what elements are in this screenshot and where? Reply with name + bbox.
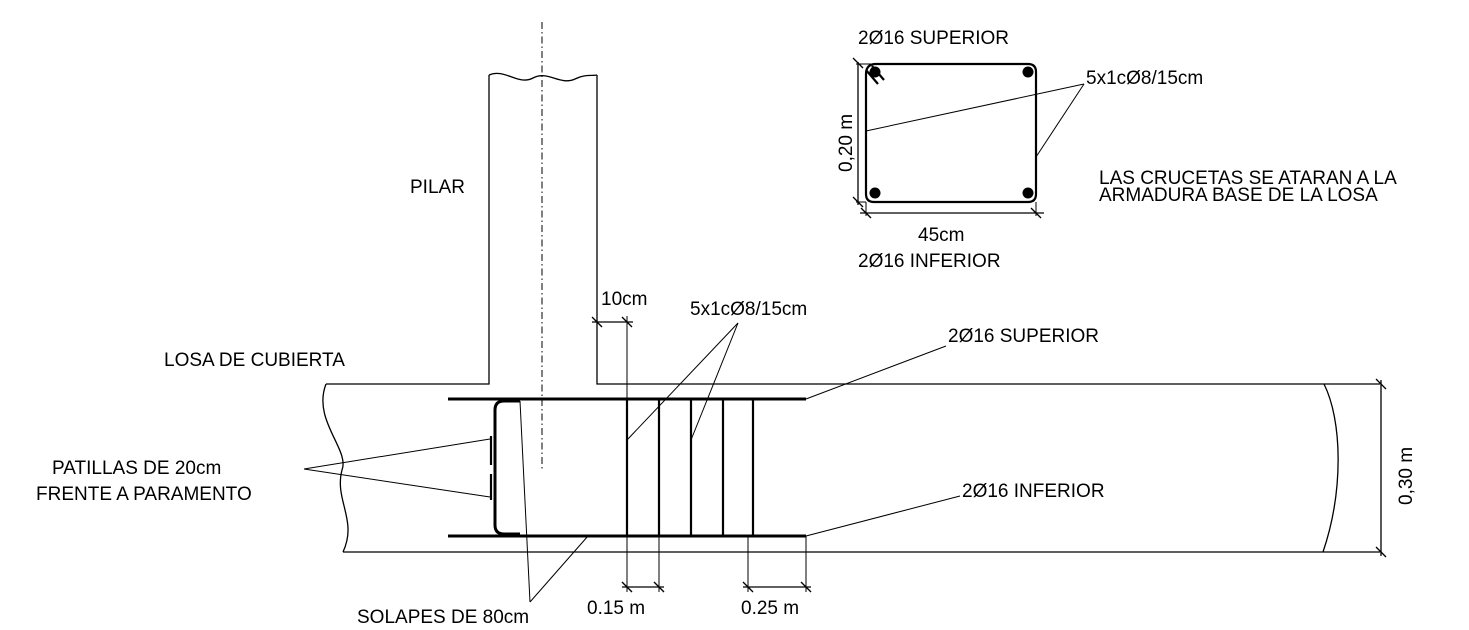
elevation: PILAR LOSA DE CUBIERTA 10cm	[36, 22, 1417, 628]
laps-label: SOLAPES DE 80cm	[357, 607, 529, 628]
note-line-1: LAS CRUCETAS SE ATARAN A LA	[1099, 168, 1397, 189]
section-bar-top-left	[869, 66, 881, 78]
section-bar-bottom-left	[869, 187, 881, 199]
section-bottom-bars-label: 2Ø16 INFERIOR	[858, 251, 1001, 272]
section-bar-top-right	[1022, 66, 1034, 78]
laps-leader-2	[529, 535, 589, 603]
bottom-bar-leader	[805, 495, 961, 537]
section-stirrup-leader-2	[1035, 83, 1085, 158]
section-width-dimension: 45cm	[860, 202, 1044, 246]
slab-thickness-dimension: 0,30 m	[1375, 378, 1417, 558]
hooks-leader-1	[303, 438, 491, 470]
hooks-leader-2	[303, 468, 491, 498]
losa-label: LOSA DE CUBIERTA	[164, 350, 345, 371]
section-height-label: 0,20 m	[836, 114, 857, 172]
cross-section: 2Ø16 SUPERIOR 5x1cØ8/15cm 0,20 m	[836, 28, 1203, 272]
section-stirrup-label: 5x1cØ8/15cm	[1086, 68, 1203, 89]
top-bar-leader	[805, 345, 947, 400]
dimension-025: 0.25 m	[741, 536, 812, 619]
section-width-label: 45cm	[918, 225, 964, 246]
section-stirrup-leader-1	[865, 83, 1085, 132]
section-bar-bottom-right	[1022, 187, 1034, 199]
hooks-label-line-2: FRENTE A PARAMENTO	[36, 484, 252, 505]
dimension-025-label: 0.25 m	[741, 598, 799, 619]
note-line-2: ARMADURA BASE DE LA LOSA	[1099, 185, 1378, 206]
slab-outline	[322, 383, 1380, 553]
bent-lap-bar	[493, 399, 520, 536]
dimension-10cm: 10cm	[591, 289, 647, 399]
top-bar-label: 2Ø16 SUPERIOR	[948, 326, 1099, 347]
laps-leader-1	[519, 400, 531, 603]
hooks-label-line-1: PATILLAS DE 20cm	[52, 458, 221, 479]
dimension-015-label: 0.15 m	[587, 598, 645, 619]
stirrup-label: 5x1cØ8/15cm	[690, 299, 807, 320]
section-height-dimension: 0,20 m	[836, 57, 874, 208]
dimension-015: 0.15 m	[587, 536, 665, 619]
section-stirrup	[864, 62, 1038, 204]
stirrup-leader-2	[690, 322, 739, 441]
stirrup-leader-1	[626, 322, 739, 441]
pilar-label: PILAR	[410, 177, 465, 198]
slab-thickness-label: 0,30 m	[1396, 447, 1417, 505]
note: LAS CRUCETAS SE ATARAN A LA ARMADURA BAS…	[1099, 168, 1397, 206]
bottom-bar-label: 2Ø16 INFERIOR	[962, 481, 1105, 502]
dimension-10cm-label: 10cm	[601, 289, 647, 310]
section-top-bars-label: 2Ø16 SUPERIOR	[858, 28, 1009, 49]
